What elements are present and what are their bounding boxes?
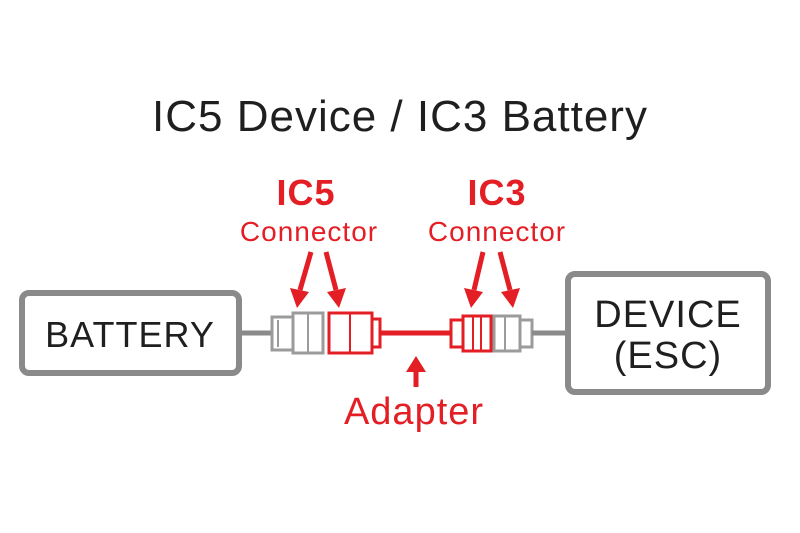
ic3-device-plug [492, 314, 534, 353]
ic5-sublabel: Connector [240, 216, 378, 247]
device-label-line2: (ESC) [614, 335, 722, 377]
ic3-arrow-left [464, 251, 486, 308]
ic3-adapter-plug [449, 314, 493, 353]
ic5-battery-plug [270, 311, 325, 355]
device-box [565, 271, 771, 395]
ic5-adapter-plug [327, 311, 382, 355]
ic5-arrow-left [290, 251, 314, 308]
ic3-sublabel: Connector [428, 216, 566, 247]
page-title: IC5 Device / IC3 Battery [152, 92, 648, 141]
ic3-label: IC3 [467, 172, 526, 213]
ic5-label: IC5 [276, 172, 335, 213]
adapter-label: Adapter [344, 391, 484, 433]
adapter-arrow [406, 356, 426, 387]
ic3-arrow-right [497, 251, 520, 308]
device-label-line1: DEVICE [594, 294, 741, 336]
battery-label: BATTERY [45, 314, 215, 355]
ic5-arrow-right [323, 251, 346, 308]
